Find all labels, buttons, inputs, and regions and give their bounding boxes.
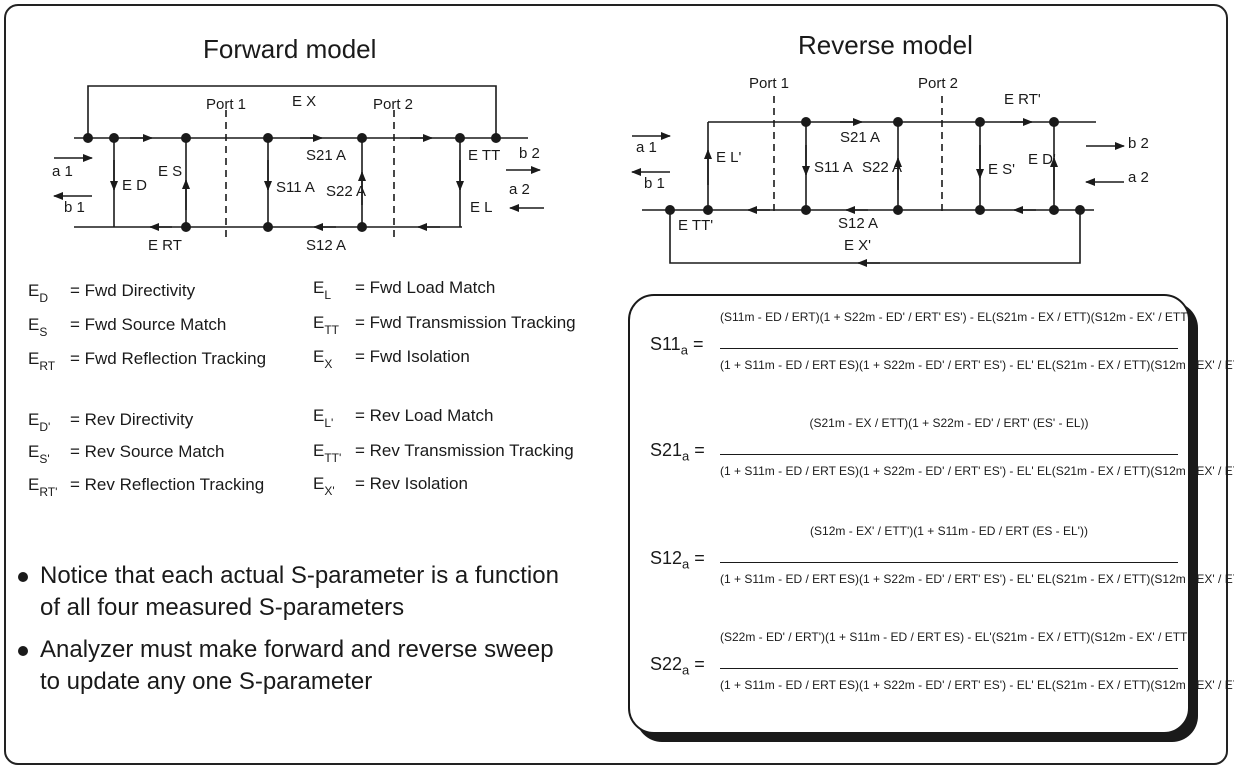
bullet-dot: [18, 572, 28, 582]
rev-a1-label: a 1: [636, 139, 657, 156]
fwd-port1-label: Port 1: [206, 96, 246, 113]
fwd-port2-label: Port 2: [373, 96, 413, 113]
reverse-flow-graph: [631, 96, 1125, 267]
rev-b2-label: b 2: [1128, 135, 1149, 152]
fwd-a1-label: a 1: [52, 163, 73, 180]
reverse-model-title: Reverse model: [798, 30, 973, 60]
fwd-s12-label: S12 A: [306, 237, 346, 254]
fwd-s21-label: S21 A: [306, 147, 346, 164]
forward-model-title: Forward model: [203, 34, 377, 64]
fwd-ed-label: E D: [122, 177, 147, 194]
rev-s22-label: S22 A: [862, 159, 902, 176]
reverse-nodes: [665, 117, 1085, 215]
fwd-ert-label: E RT: [148, 237, 182, 254]
rev-port1-label: Port 1: [749, 75, 789, 92]
rev-s12-label: S12 A: [838, 215, 878, 232]
equation-s22a: S22a = (S22m - ED' / ERT')(1 + S11m - ED…: [650, 630, 1234, 692]
rev-ett-label: E TT': [678, 217, 713, 234]
bullet-dot: [18, 646, 28, 656]
bullet-item: Notice that each actual S-parameter is a…: [18, 560, 578, 624]
equation-s21a: S21a = (S21m - EX / ETT)(1 + S22m - ED' …: [650, 416, 1234, 478]
fwd-s11-label: S11 A: [276, 179, 315, 196]
fwd-s22-label: S22 A: [326, 183, 366, 200]
rev-b1-label: b 1: [644, 175, 665, 192]
rev-s21-label: S21 A: [840, 129, 880, 146]
fwd-ex-label: E X: [292, 93, 316, 110]
equation-box: S11a = (S11m - ED / ERT)(1 + S22m - ED' …: [628, 294, 1234, 734]
forward-nodes: [83, 133, 501, 232]
bullet-list: Notice that each actual S-parameter is a…: [18, 560, 578, 708]
slide-frame: [4, 4, 1228, 765]
rev-a2-label: a 2: [1128, 169, 1149, 186]
equation-s12a: S12a = (S12m - EX' / ETT')(1 + S11m - ED…: [650, 524, 1234, 586]
rev-ex-label: E X': [844, 237, 871, 254]
rev-el-label: E L': [716, 149, 742, 166]
rev-ert-label: E RT': [1004, 91, 1041, 108]
rev-ed-label: E D': [1028, 151, 1056, 168]
fwd-es-label: E S: [158, 163, 182, 180]
rev-es-label: E S': [988, 161, 1015, 178]
rev-port2-label: Port 2: [918, 75, 958, 92]
rev-s11-label: S11 A: [814, 159, 853, 176]
fwd-b2-label: b 2: [519, 145, 540, 162]
fwd-a2-label: a 2: [509, 181, 530, 198]
fwd-b1-label: b 1: [64, 199, 85, 216]
fwd-ett-label: E TT: [468, 147, 500, 164]
fwd-el-label: E L: [470, 199, 493, 216]
equation-s11a: S11a = (S11m - ED / ERT)(1 + S22m - ED' …: [650, 310, 1234, 372]
bullet-item: Analyzer must make forward and reverse s…: [18, 634, 578, 698]
